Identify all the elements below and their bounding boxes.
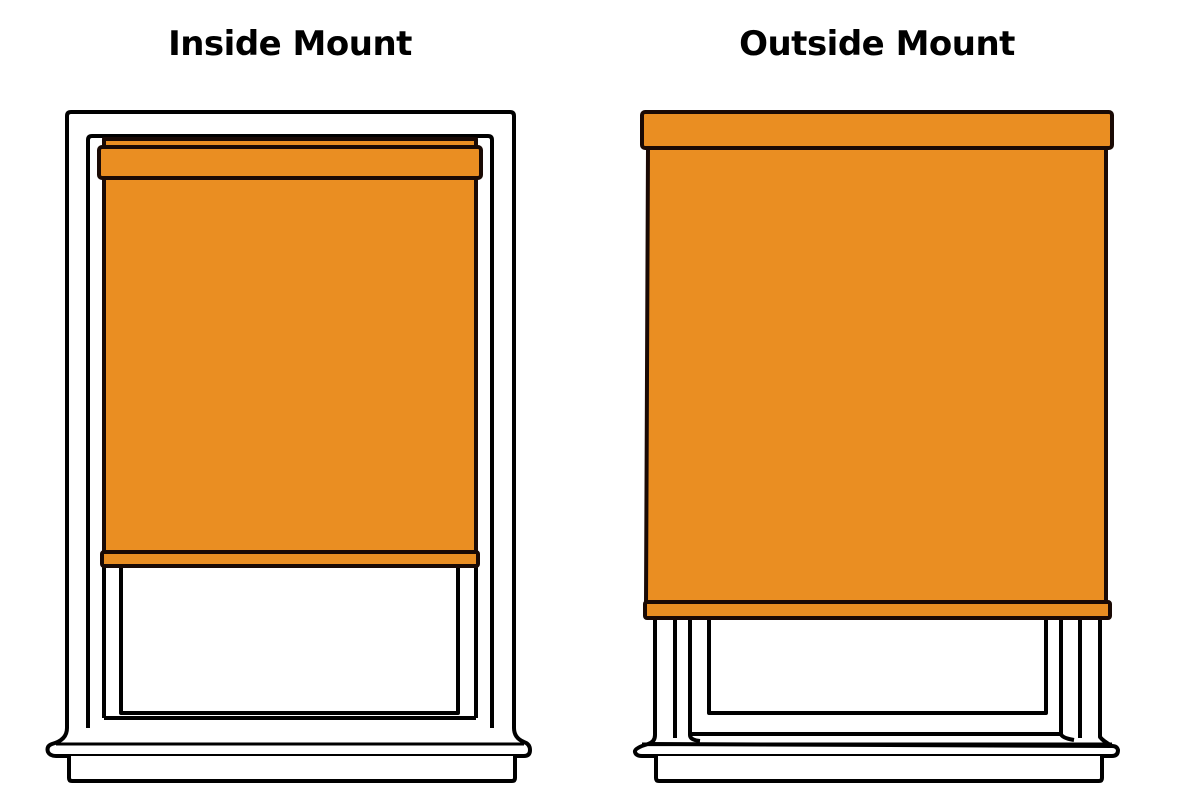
- inside-mount-title: Inside Mount: [168, 24, 412, 64]
- outside-mount-window: [632, 616, 1120, 783]
- outside-mount-shade: [640, 110, 1114, 620]
- outside-mount-title: Outside Mount: [739, 24, 1015, 64]
- inside-mount-shade: [97, 137, 483, 568]
